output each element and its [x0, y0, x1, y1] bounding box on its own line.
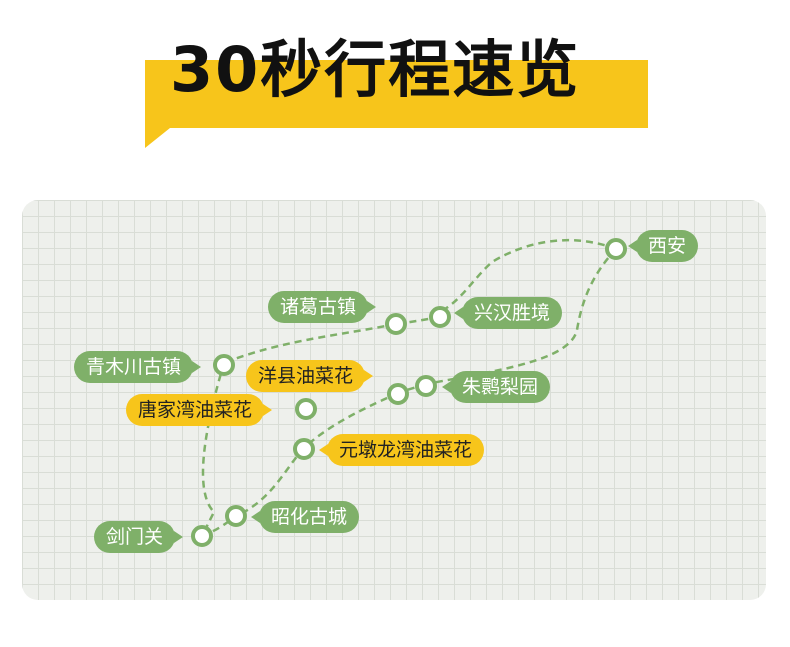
stop-label-zhuge: 诸葛古镇 [268, 291, 377, 323]
stop-marker-zhuhuan[interactable] [415, 375, 437, 397]
stop-marker-zhuge[interactable] [385, 313, 407, 335]
stop-label-jianmen: 剑门关 [94, 521, 184, 553]
stop-label-xinghan: 兴汉胜境 [453, 297, 563, 329]
stop-label-tangjia: 唐家湾油菜花 [126, 394, 273, 426]
stop-marker-jianmen[interactable] [191, 525, 213, 547]
route-map: 西安 兴汉胜境 诸葛古镇 青木川古镇 洋县油菜花 朱鹮梨园 唐家湾油菜花 元墩龙… [22, 200, 766, 600]
stop-marker-qingmu[interactable] [213, 354, 235, 376]
stop-marker-yuandun[interactable] [293, 438, 315, 460]
stop-label-xian: 西安 [627, 230, 699, 262]
banner-shape [145, 60, 648, 148]
stop-marker-yangxian[interactable] [387, 383, 409, 405]
stop-label-zhuhuan: 朱鹮梨园 [441, 371, 551, 403]
stop-label-yuandun: 元墩龙湾油菜花 [318, 434, 485, 466]
title-banner: 30秒行程速览 [0, 0, 790, 160]
stop-marker-zhaohua[interactable] [225, 505, 247, 527]
stop-marker-xian[interactable] [605, 238, 627, 260]
stop-marker-xinghan[interactable] [429, 306, 451, 328]
stop-label-yangxian: 洋县油菜花 [246, 360, 374, 392]
page-title: 30秒行程速览 [170, 33, 581, 106]
stop-marker-tangjia[interactable] [295, 398, 317, 420]
stop-label-qingmu: 青木川古镇 [74, 351, 202, 383]
stop-label-zhaohua: 昭化古城 [250, 501, 360, 533]
